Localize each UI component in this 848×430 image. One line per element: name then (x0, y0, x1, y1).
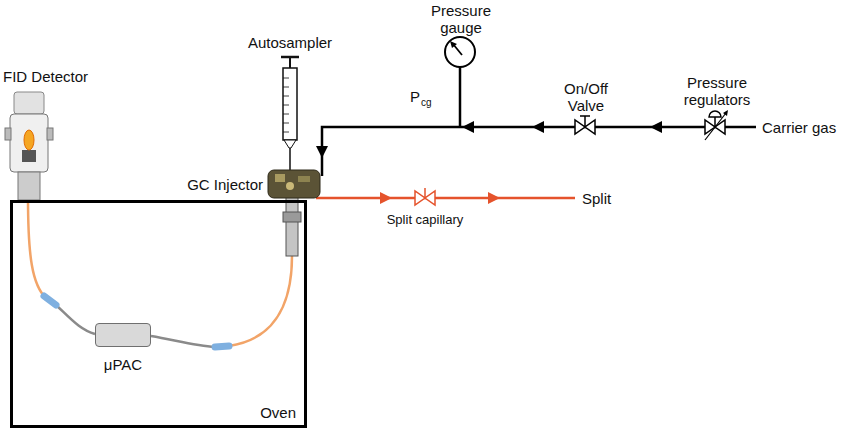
regulator-symbol (705, 120, 715, 134)
column-tubing (229, 256, 292, 346)
oven-box: Oven μPAC (10, 200, 307, 428)
capillary-label: Split capillary (370, 212, 480, 227)
syringe-graduations (283, 78, 289, 132)
detector-port (47, 128, 53, 140)
injector-liner (286, 196, 298, 256)
column-tubing (28, 198, 46, 298)
syringe-needle (289, 148, 291, 172)
carrier-gas-label: Carrier gas (762, 119, 846, 136)
syringe-plunger (289, 57, 291, 68)
regulator-adjust (723, 110, 728, 116)
syringe-graduation (283, 96, 289, 97)
split-line (316, 197, 575, 200)
gc-injector (268, 170, 320, 198)
pressure-gauge (445, 37, 475, 67)
flame (24, 130, 34, 150)
syringe-graduation (283, 123, 289, 124)
regulator-label: Pressure regulators (672, 74, 762, 108)
column-tubing (56, 305, 95, 334)
valve-handle (580, 115, 590, 117)
flow-arrow (650, 121, 662, 133)
column-connector (44, 296, 56, 305)
detector-port (5, 128, 11, 140)
syringe-graduation (283, 114, 289, 115)
flow-arrow (532, 121, 544, 133)
gauge-stem (459, 67, 462, 127)
syringe-graduation (283, 132, 289, 133)
carrier-line (322, 127, 756, 176)
flow-arrow (316, 146, 328, 158)
syringe-barrel (283, 68, 297, 140)
flow-arrow (380, 192, 392, 204)
regulator-dome (709, 111, 721, 117)
valve-symbol (575, 120, 585, 134)
syringe-graduation (283, 87, 289, 88)
oven-label: Oven (260, 404, 296, 421)
column-chip: μPAC (95, 323, 151, 347)
injector-nut (283, 212, 301, 222)
regulator-adjust (705, 113, 726, 140)
autosampler-label: Autosampler (240, 34, 340, 51)
flow-arrow (462, 121, 474, 133)
syringe-graduation (283, 105, 289, 106)
pressure-subscript: cg (421, 97, 443, 109)
valve-stem (584, 116, 586, 127)
gauge-needle (450, 41, 457, 48)
detector-base (18, 172, 40, 200)
split-valve (415, 191, 425, 205)
column-label: μPAC (104, 356, 142, 373)
column-connector (215, 346, 229, 347)
flow-arrow (488, 192, 500, 204)
column-tubing (151, 336, 215, 347)
detector-label: FID Detector (3, 68, 103, 85)
syringe-graduation (283, 78, 289, 79)
gc-injector (298, 176, 310, 182)
syringe-tip (284, 140, 296, 148)
split-valve (425, 191, 435, 205)
injector-label: GC Injector (155, 176, 263, 193)
detector-jet (22, 150, 36, 162)
regulator-symbol (715, 120, 725, 134)
split-label: Split (582, 190, 632, 207)
valve-label: On/Off Valve (546, 80, 626, 114)
gc-injector (286, 182, 294, 190)
gc-injector (275, 174, 285, 182)
split-valve (424, 188, 426, 198)
detector-body (10, 114, 48, 172)
gauge-label: Pressure gauge (420, 2, 502, 36)
detector-cap (14, 92, 44, 114)
valve-symbol (585, 120, 595, 134)
